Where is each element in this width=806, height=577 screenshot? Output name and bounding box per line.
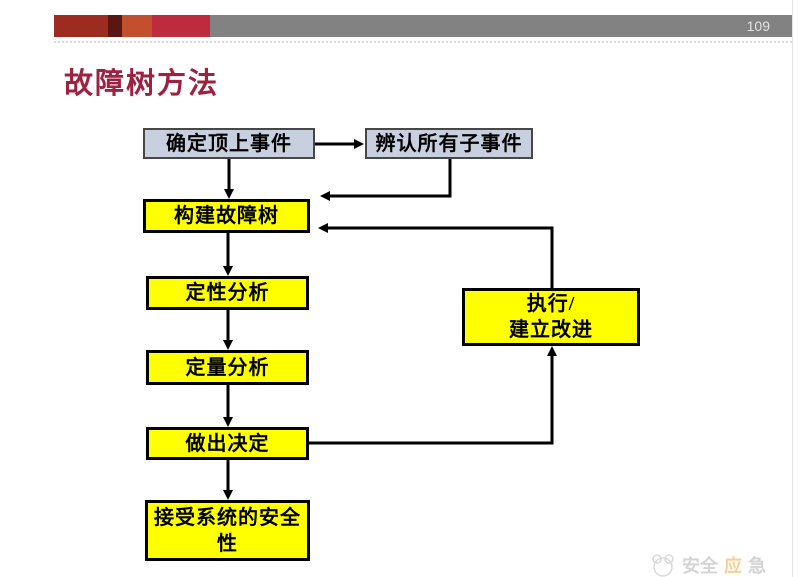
edge-b-to-c — [320, 158, 452, 201]
node-label: 构建故障树 — [174, 205, 279, 227]
node-quantitative-analysis: 定量分析 — [146, 350, 309, 385]
node-label-line2: 性 — [217, 532, 238, 555]
node-determine-top-event: 确定顶上事件 — [143, 128, 315, 159]
node-accept-system-safety: 接受系统的安全 性 — [145, 500, 310, 561]
node-label-line2: 建立改进 — [509, 319, 593, 341]
watermark-text-highlight: 应 — [724, 556, 742, 576]
header-accent-block-2 — [108, 15, 122, 37]
node-qualitative-analysis: 定性分析 — [146, 276, 309, 310]
node-label: 确定顶上事件 — [166, 132, 292, 155]
edge-h-to-c — [318, 223, 554, 288]
header-accent-block-1 — [54, 15, 108, 37]
watermark: 安全应急 — [650, 552, 766, 577]
node-label: 做出决定 — [185, 432, 270, 455]
slide-title: 故障树方法 — [64, 68, 220, 100]
watermark-text-left: 安全 — [682, 556, 718, 576]
header-accent-block-4 — [152, 15, 210, 37]
watermark-text-right: 急 — [748, 556, 766, 576]
node-label-line1: 接受系统的安全 — [154, 506, 301, 529]
edge-f-to-h — [309, 346, 557, 445]
panda-logo-icon — [652, 554, 674, 577]
header-bar: 109 — [210, 15, 792, 37]
node-label-line1: 执行/ — [526, 293, 576, 315]
node-identify-sub-events: 辨认所有子事件 — [365, 128, 533, 159]
node-make-decision: 做出决定 — [146, 427, 309, 460]
node-implement-improvements: 执行/ 建立改进 — [462, 288, 640, 346]
node-label: 定性分析 — [185, 282, 270, 304]
node-build-fault-tree: 构建故障树 — [143, 199, 310, 233]
page-number: 109 — [746, 18, 770, 34]
slide-right-edge — [792, 0, 793, 577]
node-label: 定量分析 — [185, 356, 270, 379]
header-accent-block-3 — [122, 15, 152, 37]
node-label: 辨认所有子事件 — [375, 132, 523, 155]
header-bar-shadow — [54, 41, 792, 43]
